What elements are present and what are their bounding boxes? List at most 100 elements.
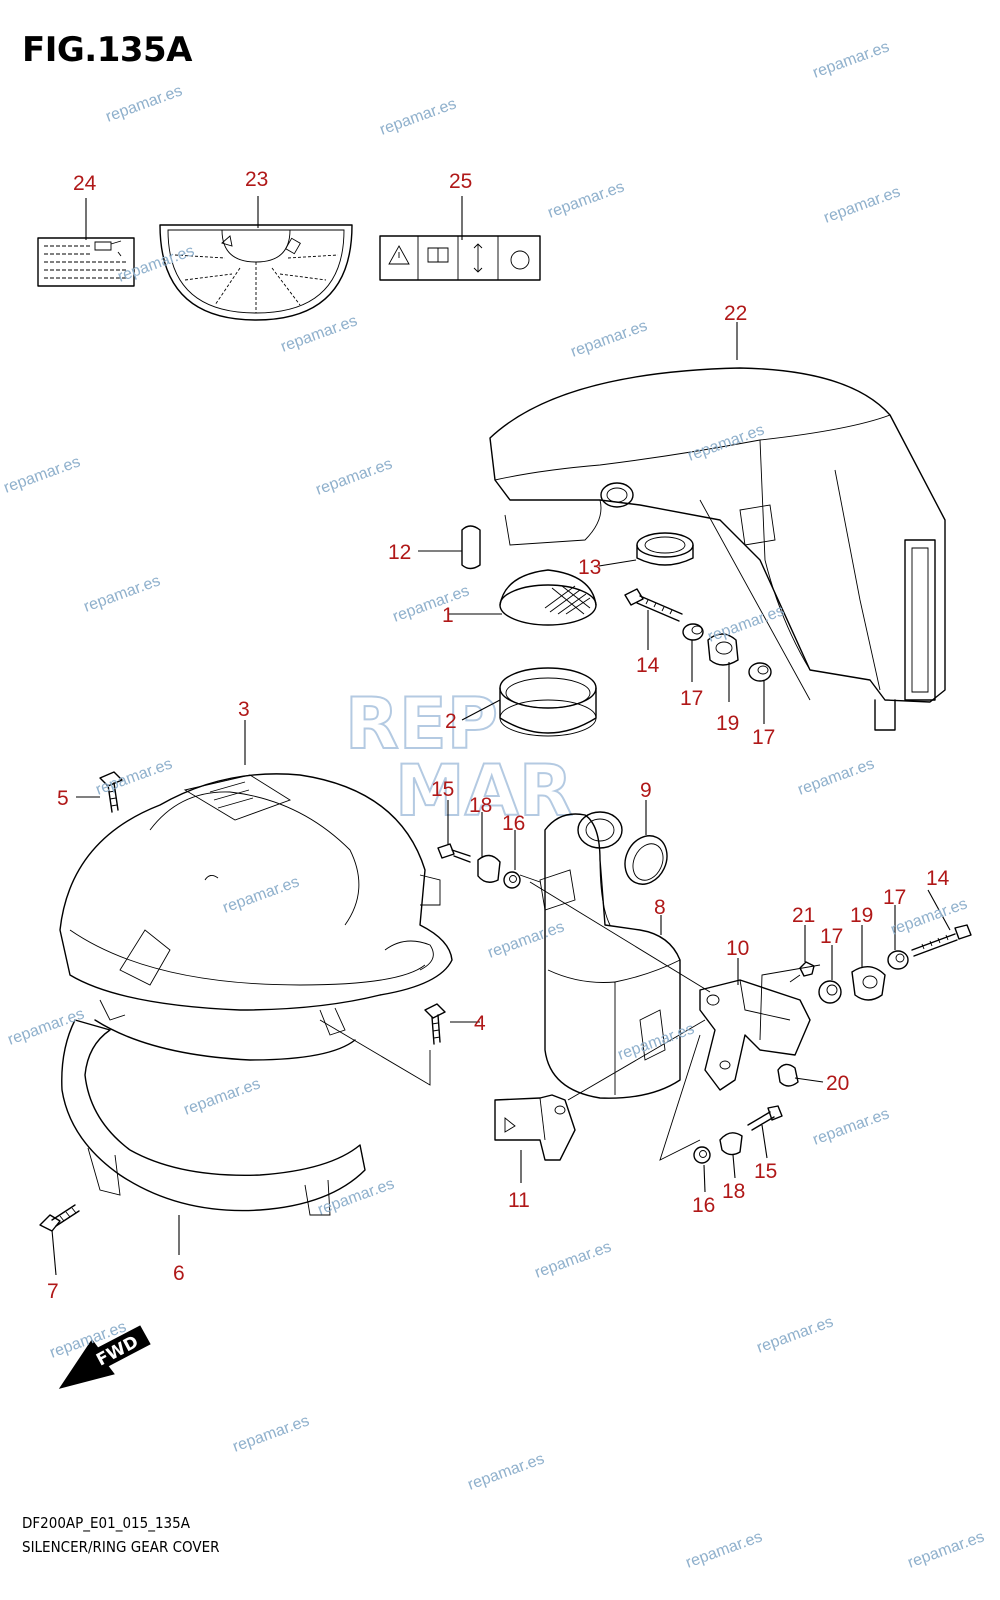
part-14-bolt-upper xyxy=(624,588,683,622)
svg-text:repamar.es: repamar.es xyxy=(546,178,627,221)
silencer-case-22 xyxy=(489,367,946,731)
callout-25: 25 xyxy=(449,170,472,193)
svg-text:repamar.es: repamar.es xyxy=(182,1075,263,1118)
part-11-bracket xyxy=(494,1094,576,1161)
callout-17-upper-2: 17 xyxy=(752,726,775,749)
svg-text:repamar.es: repamar.es xyxy=(2,453,83,496)
callout-4: 4 xyxy=(474,1012,486,1035)
diagram-code: DF200AP_E01_015_135A xyxy=(22,1514,190,1532)
part-16-collar-mid xyxy=(503,871,521,889)
callout-18-mid: 18 xyxy=(469,794,492,817)
decal-label-23 xyxy=(159,224,353,321)
callout-2: 2 xyxy=(445,710,457,733)
part-17-collar-upper-2 xyxy=(748,662,772,682)
callout-24: 24 xyxy=(73,172,97,195)
assembly-lines xyxy=(319,874,821,1161)
part-12-cushion xyxy=(461,525,481,570)
warning-triangle-icon xyxy=(221,235,233,247)
rotate-icon xyxy=(510,250,530,270)
callout-17-upper: 17 xyxy=(680,687,703,710)
svg-text:repamar.es: repamar.es xyxy=(221,873,302,916)
part-13-grommet xyxy=(636,532,694,566)
svg-text:repamar.es: repamar.es xyxy=(811,1105,892,1148)
part-5-bolt xyxy=(99,771,123,813)
part-20-clip xyxy=(777,1063,799,1087)
callout-21: 21 xyxy=(792,904,815,927)
svg-text:repamar.es: repamar.es xyxy=(796,755,877,798)
callout-15-lower: 15 xyxy=(754,1160,777,1183)
callout-labels: 24 23 25 22 12 13 1 14 17 19 17 2 3 5 15… xyxy=(47,168,950,1303)
svg-text:repamar.es: repamar.es xyxy=(94,755,175,798)
svg-text:repamar.es: repamar.es xyxy=(569,317,650,360)
svg-text:repamar.es: repamar.es xyxy=(279,312,360,355)
svg-text:REP: REP xyxy=(345,683,498,765)
svg-text:repamar.es: repamar.es xyxy=(706,602,787,645)
svg-text:MAR: MAR xyxy=(395,750,573,832)
svg-text:repamar.es: repamar.es xyxy=(533,1238,614,1281)
part-18-grommet-mid xyxy=(477,854,501,883)
oil-can-icon xyxy=(94,240,122,257)
decal-label-24 xyxy=(37,237,135,287)
part-14-bolt-right xyxy=(911,924,972,957)
callout-16-mid: 16 xyxy=(502,812,525,835)
callout-18-lower: 18 xyxy=(722,1180,745,1203)
callout-19-upper: 19 xyxy=(716,712,739,735)
svg-text:repamar.es: repamar.es xyxy=(82,572,163,615)
svg-text:repamar.es: repamar.es xyxy=(378,95,459,138)
part-7-bolt xyxy=(39,1204,80,1232)
callout-14-right: 14 xyxy=(926,867,950,890)
arrows-icon xyxy=(473,243,483,273)
diagram-caption: SILENCER/RING GEAR COVER xyxy=(22,1538,220,1556)
leader-lines xyxy=(51,196,951,1276)
callout-1: 1 xyxy=(442,604,454,627)
callout-15-mid: 15 xyxy=(431,778,454,801)
part-19-grommet-right xyxy=(851,966,886,1001)
svg-text:repamar.es: repamar.es xyxy=(466,1450,547,1493)
part-17-collar-right xyxy=(818,980,842,1004)
part-19-grommet-upper xyxy=(707,633,739,666)
part-9-seal xyxy=(624,835,668,885)
callout-20: 20 xyxy=(826,1072,849,1095)
callout-13: 13 xyxy=(578,556,601,579)
manual-book-icon xyxy=(427,247,449,263)
part-21-screw xyxy=(789,961,815,983)
svg-text:repamar.es: repamar.es xyxy=(822,183,903,226)
callout-19-right: 19 xyxy=(850,904,873,927)
svg-text:repamar.es: repamar.es xyxy=(755,1313,836,1356)
callout-23: 23 xyxy=(245,168,268,191)
warning-icon xyxy=(388,245,410,265)
svg-text:repamar.es: repamar.es xyxy=(116,242,197,285)
callout-10: 10 xyxy=(726,937,749,960)
part-15-bolt-mid xyxy=(437,843,471,863)
callout-7: 7 xyxy=(47,1280,59,1303)
svg-text:repamar.es: repamar.es xyxy=(104,82,185,125)
part-17-collar-right-2 xyxy=(887,950,909,970)
callout-17-right-2: 17 xyxy=(883,886,906,909)
part-4-bolt xyxy=(424,1003,446,1045)
part-1-filter-screen xyxy=(499,569,597,626)
callout-9: 9 xyxy=(640,779,652,802)
part-18-grommet-lower xyxy=(719,1132,743,1156)
callout-3: 3 xyxy=(238,698,250,721)
part-17-collar-upper xyxy=(682,623,704,641)
callout-5: 5 xyxy=(57,787,69,810)
part-15-bolt-lower xyxy=(747,1105,783,1131)
svg-text:repamar.es: repamar.es xyxy=(6,1005,87,1048)
part-2-seal-ring xyxy=(499,667,597,737)
svg-text:repamar.es: repamar.es xyxy=(906,1528,987,1571)
part-10-bracket xyxy=(699,979,811,1091)
decal-label-25 xyxy=(379,235,541,281)
callout-8: 8 xyxy=(654,896,666,919)
part-8-silencer xyxy=(539,811,681,1099)
repmar-logo-watermark: REP MAR xyxy=(344,682,574,833)
callout-22: 22 xyxy=(724,302,747,325)
callout-14-upper: 14 xyxy=(636,654,660,677)
figure-title: FIG.135A xyxy=(22,30,192,70)
callout-12: 12 xyxy=(388,541,411,564)
svg-text:repamar.es: repamar.es xyxy=(684,1528,765,1571)
callout-11: 11 xyxy=(508,1189,530,1212)
part-3-ring-gear-cover xyxy=(59,773,453,1011)
svg-text:repamar.es: repamar.es xyxy=(391,582,472,625)
svg-text:repamar.es: repamar.es xyxy=(486,918,567,961)
